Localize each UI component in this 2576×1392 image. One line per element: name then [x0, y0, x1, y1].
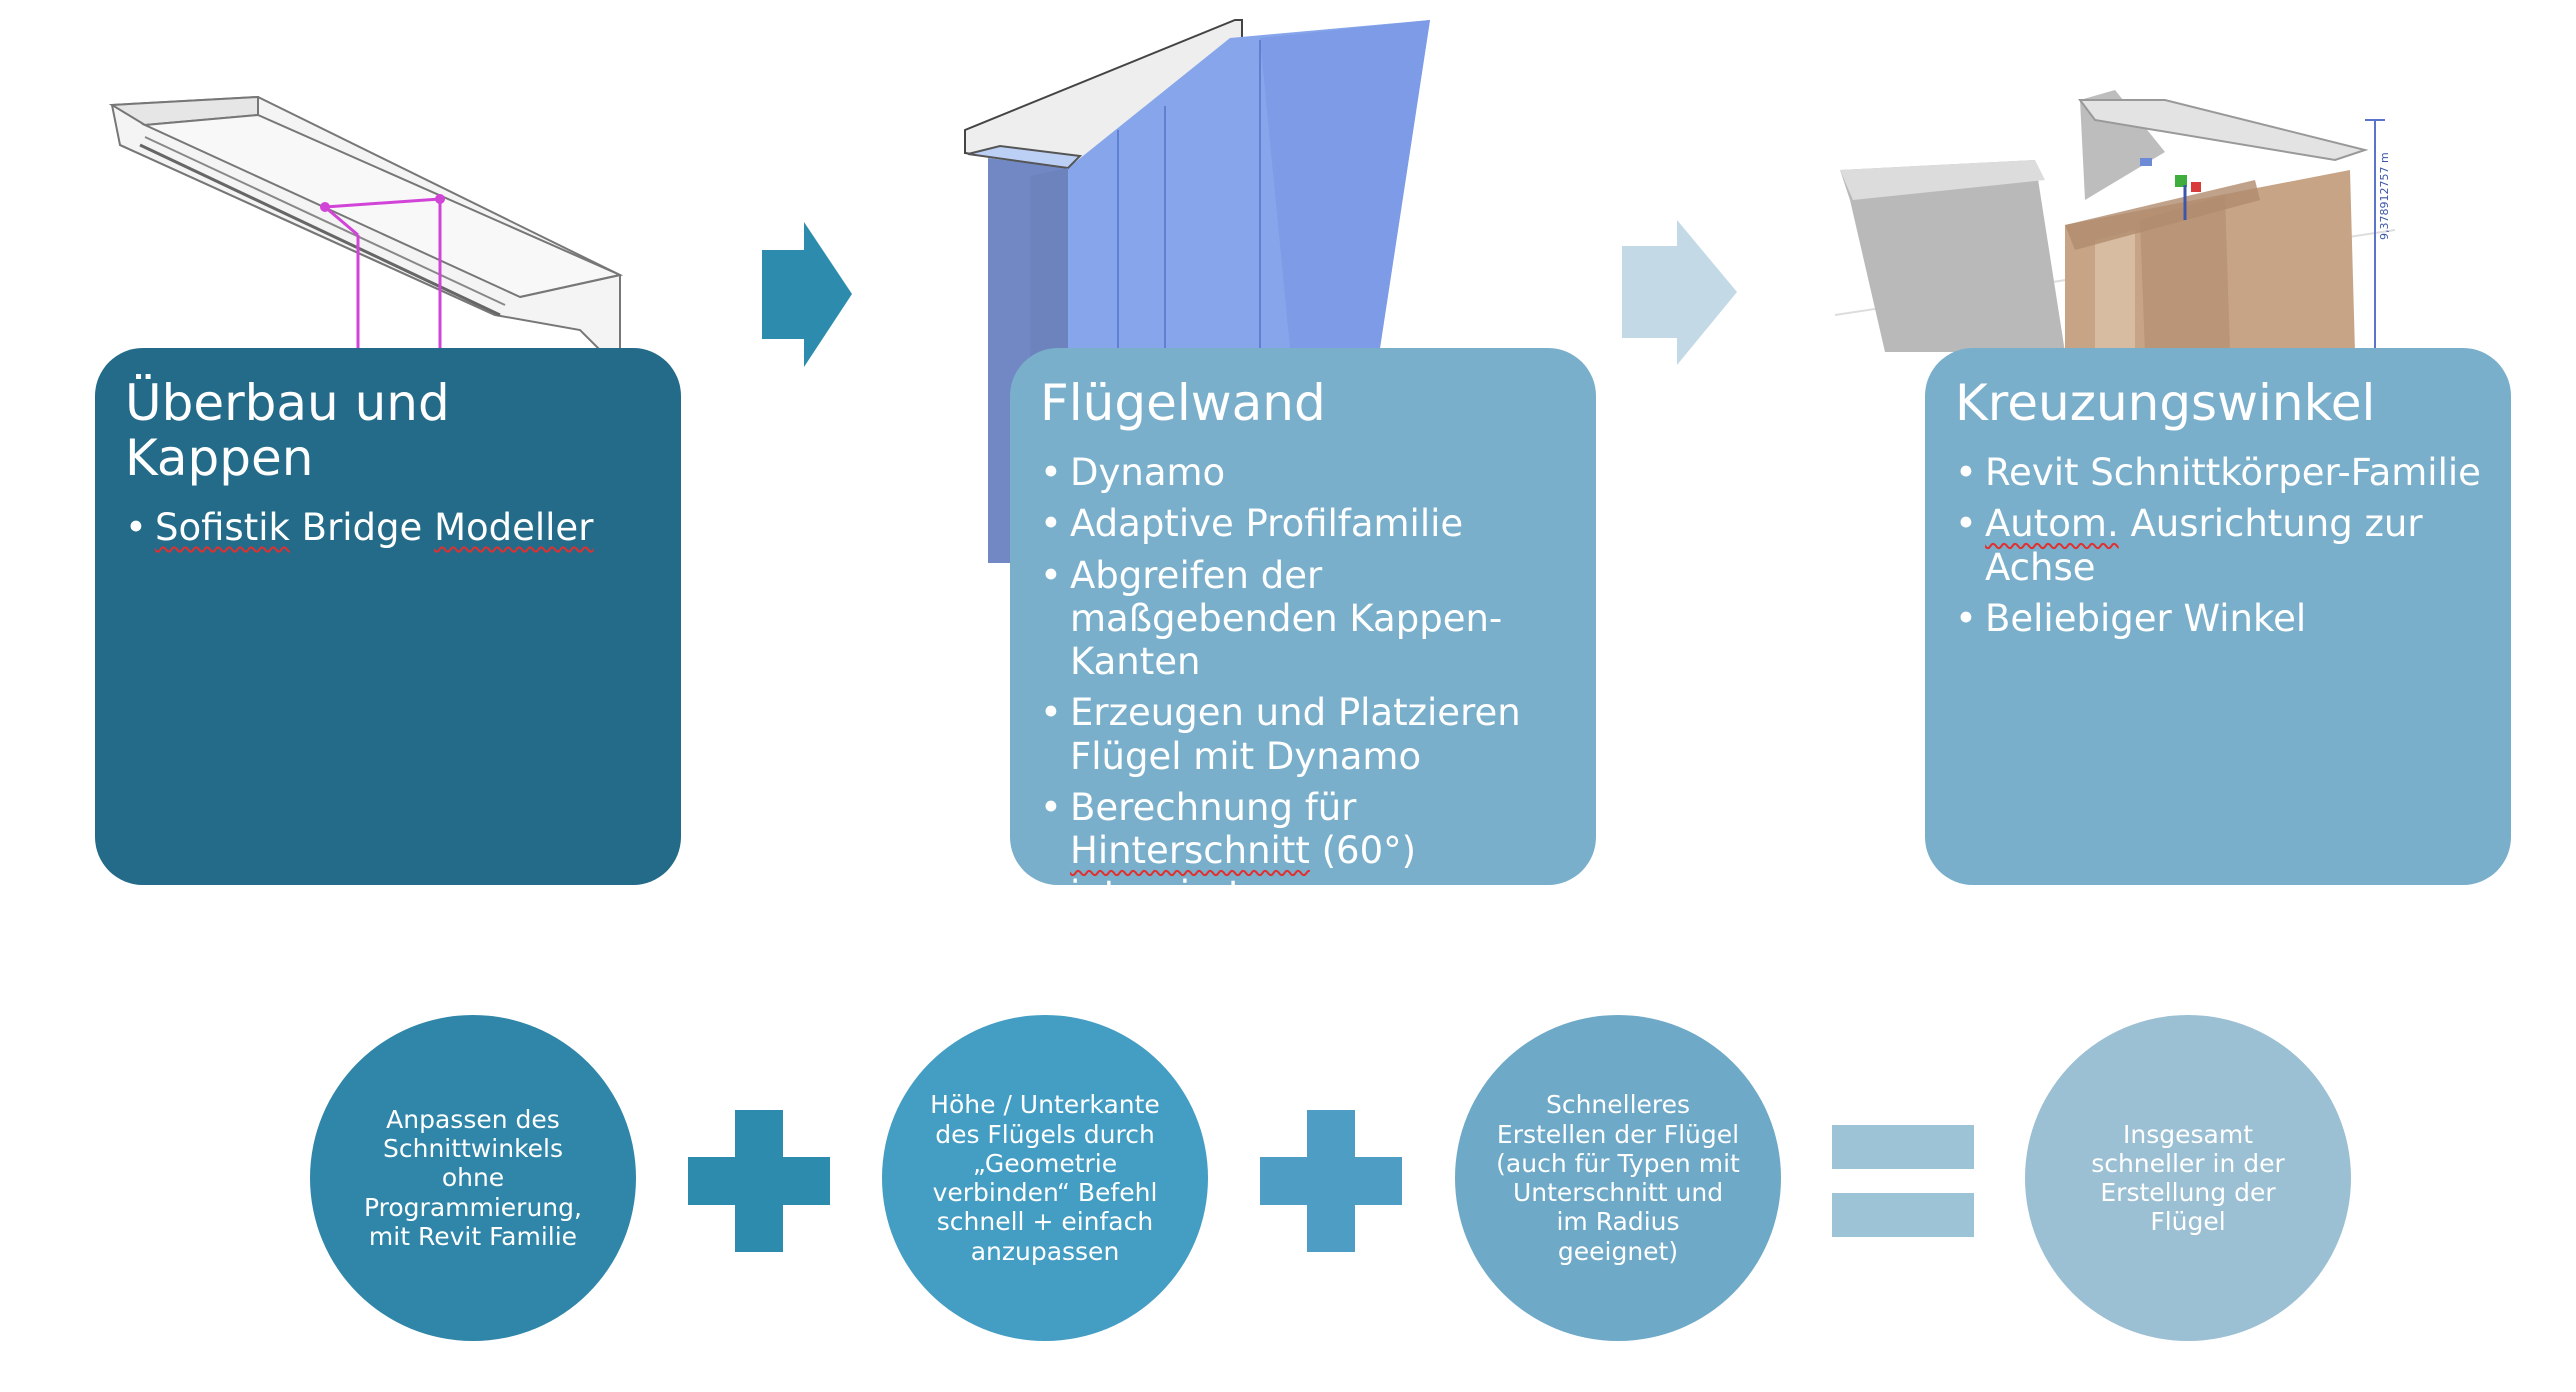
card-bullet-list: Revit Schnittkörper-Familie Autom. Ausri…	[1955, 451, 2481, 640]
list-item-text: Hinterschnitt	[1070, 829, 1310, 873]
list-item-text: Sofistik	[155, 506, 290, 549]
card-bullet-list: Dynamo Adaptive Profilfamilie Abgreifen …	[1040, 451, 1566, 916]
dimension-label: 9,378912757 m	[2378, 152, 2391, 240]
card-title: Überbau und Kappen	[125, 374, 450, 487]
card-bullet-list: Sofistik Bridge Modeller	[125, 506, 651, 550]
list-item: Revit Schnittkörper-Familie	[1955, 451, 2481, 495]
card-wing-wall: Flügelwand Dynamo Adaptive Profilfamilie…	[1010, 348, 1596, 916]
arrow-right-icon	[1622, 220, 1737, 365]
list-item: Beliebiger Winkel	[1955, 597, 2481, 641]
card-title: Flügelwand	[1040, 374, 1326, 432]
list-item: Erzeugen und Platzieren Flügel mit Dynam…	[1040, 691, 1566, 778]
list-item: Berechnung für Hinterschnitt (60°) integ…	[1040, 786, 1566, 916]
circle-result: Insgesamt schneller in der Erstellung de…	[2025, 1015, 2351, 1341]
list-item-text: Modeller	[434, 506, 594, 549]
list-item: Autom. Ausrichtung zur Achse	[1955, 502, 2481, 589]
circle-adjust-angle: Anpassen des Schnittwinkels ohne Program…	[310, 1015, 636, 1341]
card-title: Kreuzungswinkel	[1955, 374, 2376, 432]
crossing-angle-model-image: 9,378912757 m	[1835, 90, 2395, 352]
arrow-right-icon	[762, 222, 852, 367]
list-item: Adaptive Profilfamilie	[1040, 502, 1566, 546]
circle-faster-creation: Schnelleres Erstellen der Flügel (auch f…	[1455, 1015, 1781, 1341]
list-item-text: (60°) integriert	[1070, 829, 1417, 916]
circle-height-adjust: Höhe / Unterkante des Flügels durch „Geo…	[882, 1015, 1208, 1341]
list-item: Abgreifen der maßgebenden Kappen-Kanten	[1040, 554, 1566, 684]
list-item-text: Ausrichtung zur Achse	[1985, 502, 2423, 589]
card-superstructure: Überbau und Kappen Sofistik Bridge Model…	[95, 348, 681, 885]
superstructure-model-image	[100, 85, 640, 350]
list-item-text: Autom.	[1985, 502, 2119, 546]
plus-icon	[688, 1110, 830, 1252]
card-crossing-angle: Kreuzungswinkel Revit Schnittkörper-Fami…	[1925, 348, 2511, 885]
plus-icon	[1260, 1110, 1402, 1252]
list-item: Sofistik Bridge Modeller	[125, 506, 651, 550]
equals-icon	[1832, 1125, 1974, 1237]
list-item: Dynamo	[1040, 451, 1566, 495]
list-item-text: Bridge	[289, 506, 435, 549]
list-item-text: Berechnung für	[1070, 785, 1357, 829]
